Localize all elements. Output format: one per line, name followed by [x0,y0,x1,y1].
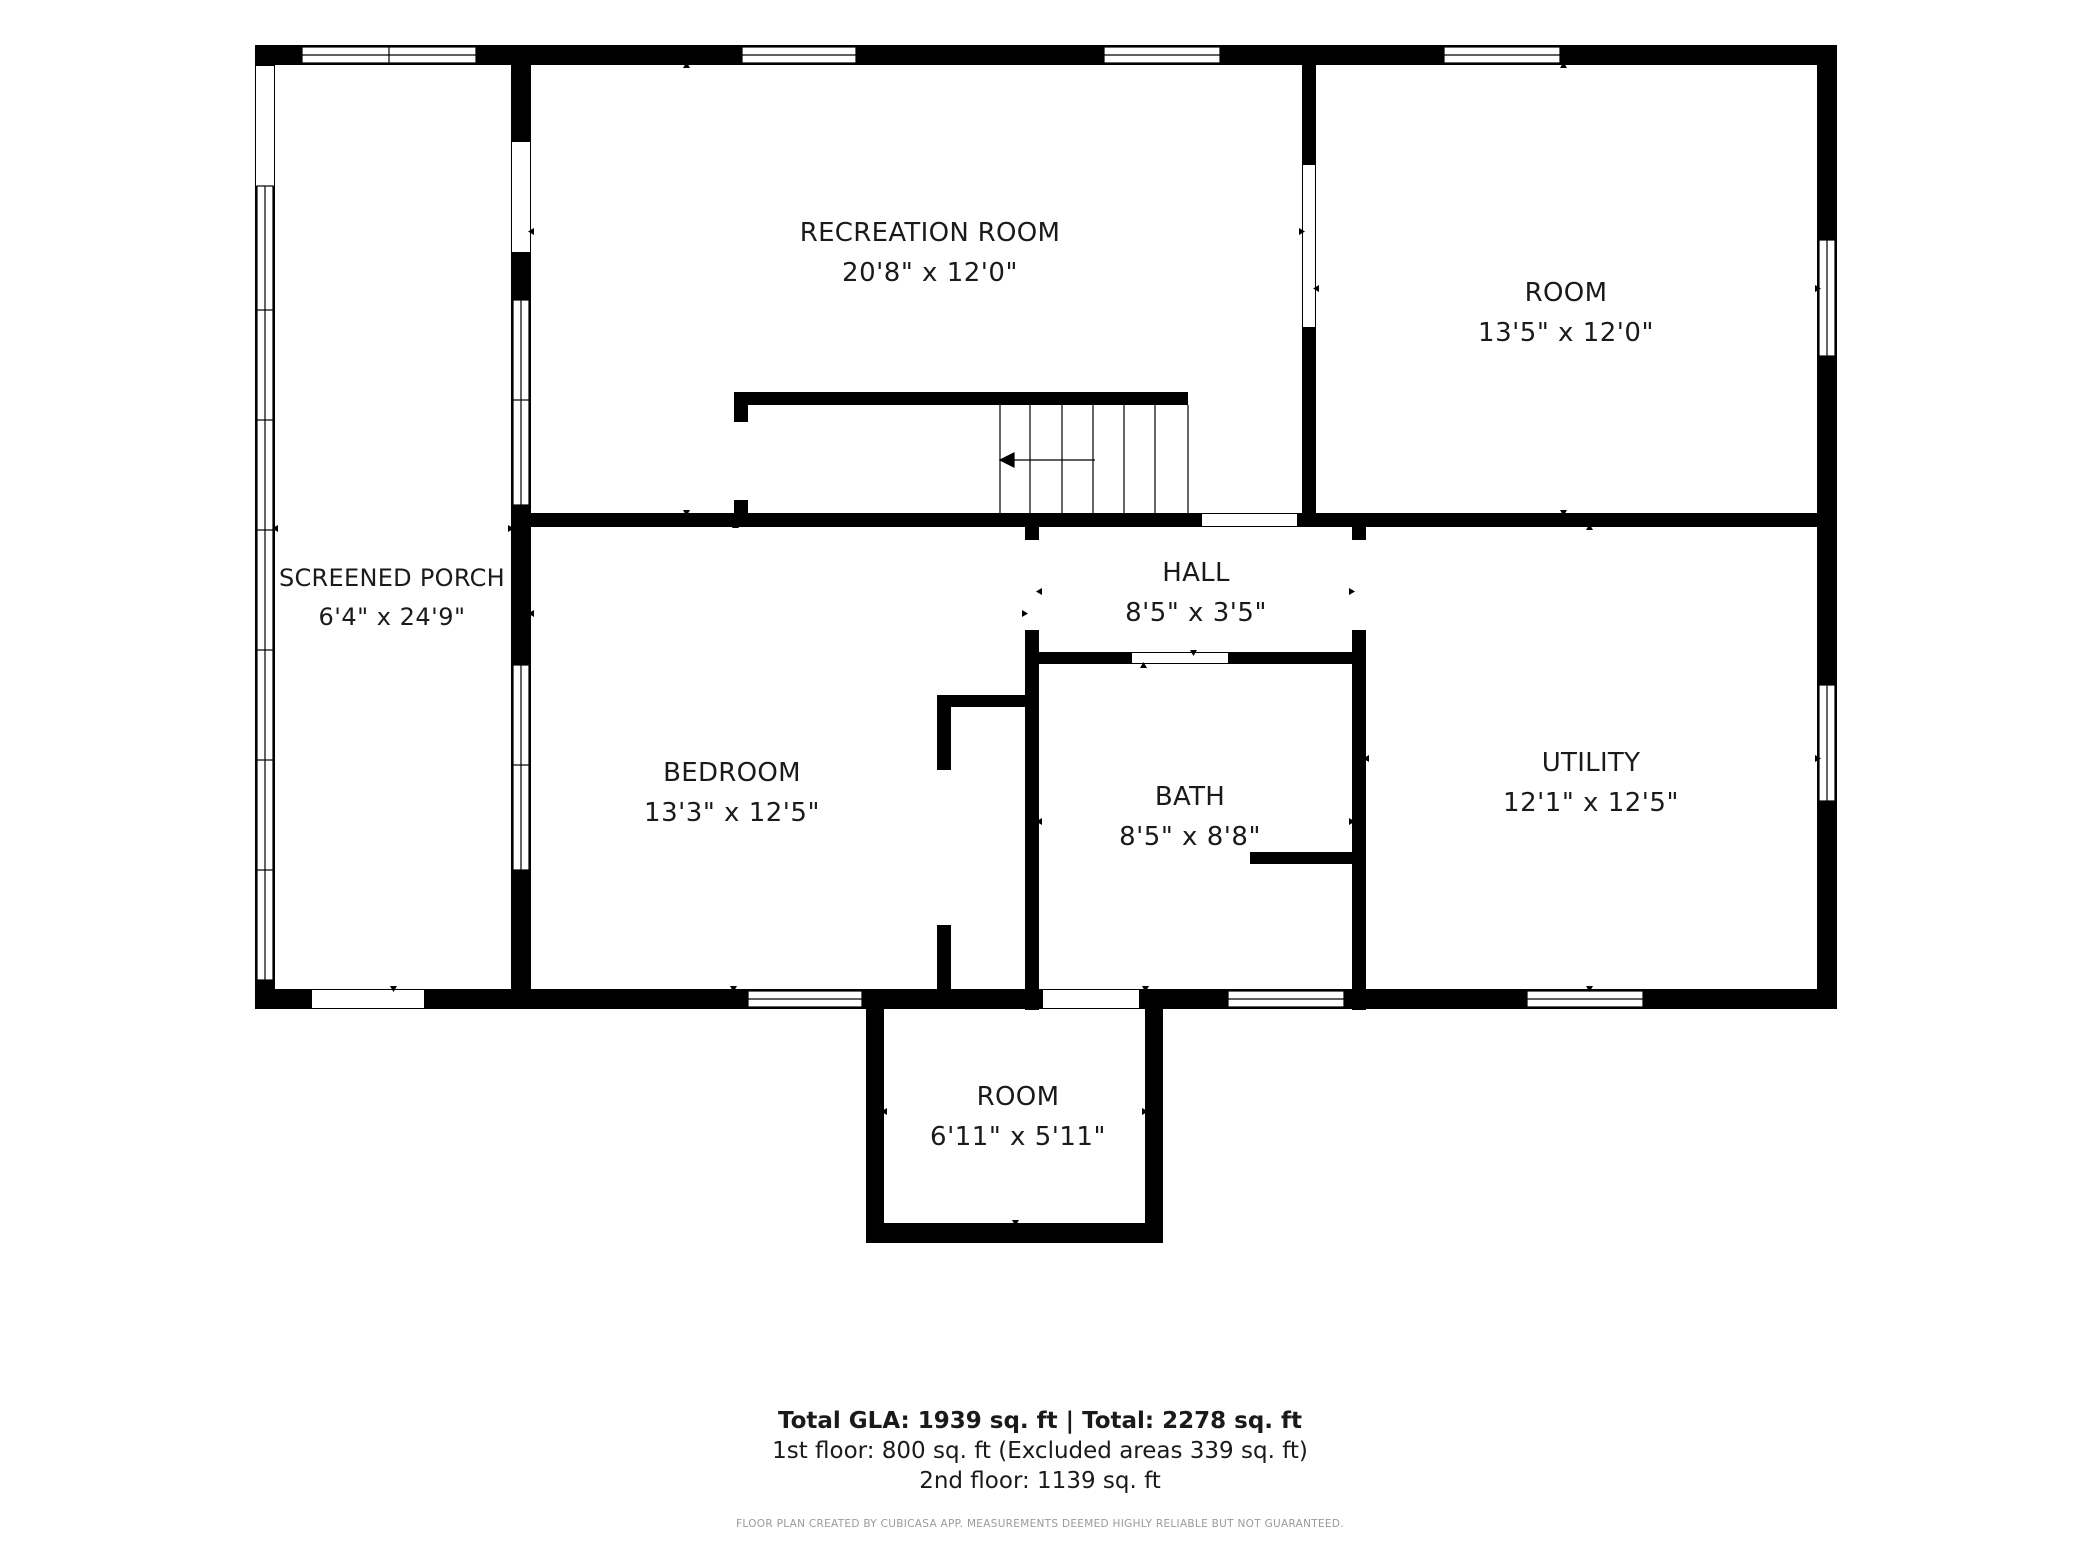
door-hall-north [1202,514,1297,526]
room-ne-name: ROOM [1524,278,1608,308]
door-rec-east [1303,165,1315,327]
openings [256,66,1315,1008]
stairs [998,405,1189,513]
wall-closet-left-low [937,925,951,1009]
wall-south-left [866,989,884,1243]
porch-dims: 6'4" x 24'9" [318,603,466,631]
door-markers [272,62,1821,1226]
wall-hall-left [1025,520,1039,540]
door-closet [938,770,950,925]
room-s-name: ROOM [976,1082,1060,1112]
door-rec-west [512,142,530,252]
door-bath-hall [1132,653,1228,663]
utility-dims: 12'1" x 12'5" [1503,788,1679,818]
wall-stair-left-low [734,500,748,522]
wall-top [255,45,1837,65]
bath-dims: 8'5" x 8'8" [1119,822,1261,852]
hall-dims: 8'5" x 3'5" [1125,598,1267,628]
wall-stair-top [734,392,1188,405]
utility-name: UTILITY [1541,748,1641,778]
bedroom-name: BEDROOM [663,758,801,788]
room-ne-dims: 13'5" x 12'0" [1478,318,1654,348]
wall-south-bottom [866,1223,1163,1243]
second-floor-area: 2nd floor: 1139 sq. ft [919,1468,1161,1494]
disclaimer: FLOOR PLAN CREATED BY CUBICASA APP. MEAS… [736,1518,1344,1530]
wall-south-right [1145,989,1163,1243]
total-area: Total GLA: 1939 sq. ft | Total: 2278 sq.… [777,1408,1303,1434]
door-stair-left-gap [735,422,747,500]
wall-hall-left-low [1025,630,1039,1010]
recreation-room-name: RECREATION ROOM [799,218,1061,248]
wall-middle [511,513,1837,527]
recreation-room-dims: 20'8" x 12'0" [842,258,1018,288]
stair-direction-arrow [998,452,1015,468]
wall-stair-left [734,392,748,422]
porch-name: SCREENED PORCH [278,564,506,592]
bedroom-dims: 13'3" x 12'5" [644,798,820,828]
door-porch-top [256,66,274,186]
windows [256,46,1836,1008]
bath-name: BATH [1154,782,1226,812]
hall-name: HALL [1162,558,1230,588]
wall-hall-right [1352,520,1366,540]
wall-closet-top [937,695,1039,707]
first-floor-area: 1st floor: 800 sq. ft (Excluded areas 33… [772,1438,1308,1464]
door-south-room [1043,990,1139,1008]
door-porch-bottom [312,990,424,1008]
wall-bath-inner [1250,852,1366,864]
wall-hall-right-low [1352,630,1366,1010]
room-s-dims: 6'11" x 5'11" [930,1122,1106,1152]
wall-closet-left [937,695,951,770]
